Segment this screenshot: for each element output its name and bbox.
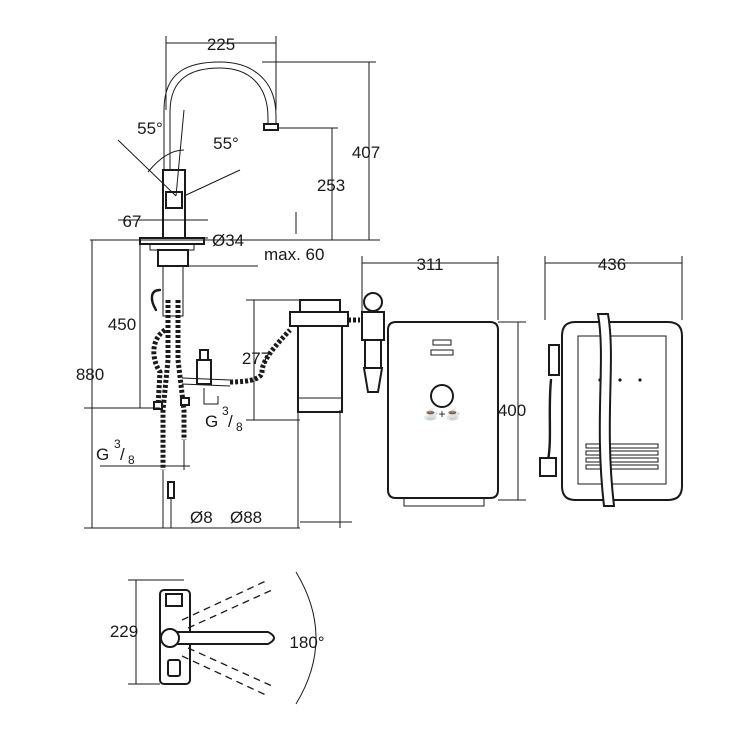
break-band	[596, 313, 616, 507]
thread-right: G 3 / 8	[205, 404, 243, 434]
dim-277: 277	[242, 349, 270, 368]
svg-text:G: G	[96, 445, 109, 464]
spout-tip	[263, 123, 279, 131]
spout-outer	[163, 61, 277, 172]
power-cable	[546, 378, 553, 462]
spout-inner	[169, 67, 269, 172]
dim-55-left: 55°	[137, 119, 163, 138]
svg-text:/: /	[120, 445, 125, 464]
top-view-spout	[165, 593, 183, 607]
lever-hub	[165, 191, 183, 209]
svg-text:8: 8	[128, 453, 135, 467]
boiler-indicator-2	[430, 349, 454, 356]
escutcheon	[139, 237, 205, 245]
angle-valve	[196, 359, 212, 385]
dim-55-right: 55°	[213, 134, 239, 153]
top-view-lever	[163, 631, 275, 645]
dim-229: 229	[110, 622, 138, 641]
dim-450: 450	[108, 315, 136, 334]
cable	[150, 288, 162, 312]
boiler-side-body	[561, 321, 683, 501]
side-fitting	[548, 344, 560, 376]
power-plug	[539, 457, 557, 477]
boiler-side-panel	[577, 335, 667, 485]
hose-filter	[229, 328, 292, 385]
dim-880: 880	[76, 365, 104, 384]
valve-bracket	[203, 388, 219, 405]
thread-left: G 3 / 8	[96, 437, 135, 467]
dim-8: Ø8	[190, 508, 213, 527]
dimension-labels: 225 407 253 55° 55° 67 Ø34 max. 60 450 8…	[76, 35, 626, 652]
svg-text:3: 3	[222, 404, 229, 418]
boiler-front: ☕+☕	[387, 321, 499, 507]
swivel-left-2	[187, 589, 273, 629]
valve-body	[361, 311, 385, 341]
funnel	[362, 367, 384, 393]
threaded-shank	[162, 265, 184, 317]
dim-180: 180°	[289, 633, 324, 652]
hose-left	[160, 300, 171, 470]
dim-407: 407	[352, 143, 380, 162]
svg-text:3: 3	[114, 437, 121, 451]
boiler-label: ☕+☕	[424, 406, 461, 421]
swivel-arc	[295, 571, 317, 705]
boiler-indicator	[432, 339, 452, 346]
top-view-button	[167, 659, 181, 677]
svg-text:/: /	[228, 412, 233, 431]
valve-stem	[364, 339, 382, 369]
dim-253: 253	[317, 176, 345, 195]
svg-text:G: G	[205, 412, 218, 431]
hose-end-left	[153, 401, 163, 410]
dim-436: 436	[598, 255, 626, 274]
hose-right	[175, 300, 187, 440]
swivel-left-1	[181, 579, 269, 621]
faucet-top-view	[128, 571, 317, 705]
hose-cold	[151, 327, 167, 407]
svg-text:8: 8	[236, 420, 243, 434]
dim-34: Ø34	[212, 231, 244, 250]
pressure-gauge	[363, 292, 383, 312]
vent-slots	[585, 443, 659, 470]
filter-head	[299, 299, 341, 313]
swivel-right-2	[187, 647, 273, 687]
mount-nut	[157, 249, 189, 267]
pressure-valve	[361, 292, 385, 393]
boiler-dial	[430, 384, 454, 408]
dim-67: 67	[123, 212, 142, 231]
swivel-right-1	[181, 655, 269, 697]
dimension-lines	[84, 36, 683, 529]
valve-cap	[199, 349, 209, 361]
dim-88: Ø88	[230, 508, 262, 527]
boiler-front-body	[387, 321, 499, 499]
dim-400: 400	[498, 401, 526, 420]
filter-assembly	[289, 299, 360, 413]
dim-max60: max. 60	[264, 245, 324, 264]
faucet-side-view	[139, 61, 292, 528]
filter-cartridge	[297, 325, 343, 413]
filter-bracket	[289, 311, 349, 327]
pipe-end	[167, 481, 175, 499]
top-view-hub	[160, 628, 180, 648]
boiler-front-foot	[403, 498, 485, 507]
dim-225: 225	[207, 35, 235, 54]
boiler-side	[539, 313, 683, 507]
dim-311: 311	[416, 255, 443, 274]
hose-end-right	[180, 397, 190, 406]
